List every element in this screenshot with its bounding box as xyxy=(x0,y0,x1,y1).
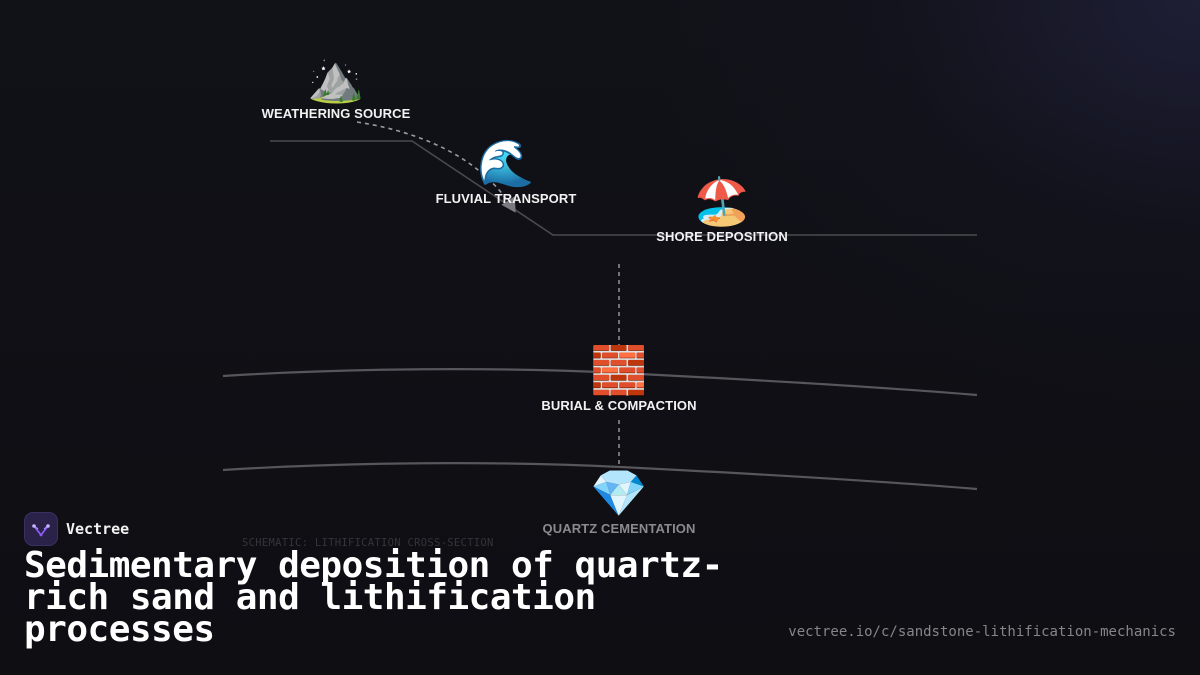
gem-icon: 💎 xyxy=(590,466,648,520)
terrain-profile-line xyxy=(270,140,977,236)
stratum-lower-boundary xyxy=(222,462,978,491)
node-label: WEATHERING SOURCE xyxy=(261,106,411,121)
page-title: Sedimentary deposition of quartz-rich sa… xyxy=(24,545,723,650)
node-label: QUARTZ CEMENTATION xyxy=(542,521,696,536)
node-quartz-cementation: 💎 QUARTZ CEMENTATION xyxy=(543,467,696,536)
stratum-upper-boundary xyxy=(222,368,978,397)
mountain-icon: ⛰️ xyxy=(307,51,365,105)
node-label: SHORE DEPOSITION xyxy=(656,229,788,244)
brand-name: Vectree xyxy=(66,520,130,538)
node-weathering-source: ⛰️ WEATHERING SOURCE xyxy=(262,52,411,121)
node-fluvial-transport: 🌊 FLUVIAL TRANSPORT xyxy=(436,137,577,206)
brand[interactable]: Vectree xyxy=(24,512,129,546)
node-label: FLUVIAL TRANSPORT xyxy=(435,191,577,206)
brick-icon: 🧱 xyxy=(590,343,648,397)
wave-icon: 🌊 xyxy=(477,136,535,190)
vectree-logo-icon xyxy=(24,512,58,546)
transport-flow-arrow xyxy=(356,121,516,213)
schematic-caption: SCHEMATIC: LITHIFICATION CROSS-SECTION xyxy=(242,537,494,549)
beach-umbrella-icon: 🏖️ xyxy=(693,174,751,228)
node-burial-compaction: 🧱 BURIAL & COMPACTION xyxy=(541,344,696,413)
source-url[interactable]: vectree.io/c/sandstone-lithification-mec… xyxy=(788,624,1176,640)
node-label: BURIAL & COMPACTION xyxy=(541,398,697,413)
node-shore-deposition: 🏖️ SHORE DEPOSITION xyxy=(656,175,788,244)
